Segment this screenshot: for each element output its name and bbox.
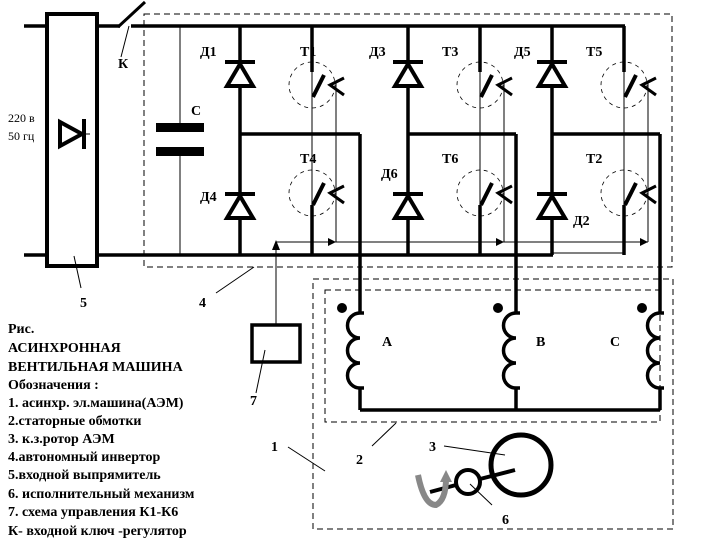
- polarity-dot: [337, 303, 347, 313]
- rotor: [488, 432, 554, 498]
- legend-line: Обозначения :: [8, 378, 99, 393]
- label-7: 7: [250, 394, 257, 409]
- diode-label-d6: Д6: [381, 167, 398, 182]
- transistor-icon: [600, 61, 657, 109]
- transistor-label-t3: Т3: [442, 45, 458, 60]
- inverter-leg: [223, 26, 362, 313]
- input-rectifier: [24, 12, 99, 268]
- transistor-icon: [288, 169, 345, 217]
- polarity-dot: [493, 303, 503, 313]
- supply-voltage: 220 в: [8, 111, 35, 125]
- label-5: 5: [80, 296, 87, 311]
- diode-label-d2: Д2: [573, 214, 590, 229]
- stator-coil: [337, 303, 364, 410]
- transistor-icon: [600, 169, 657, 217]
- phase-a-label: А: [382, 335, 393, 350]
- stator-coil: [493, 303, 520, 410]
- diode-label-d1: Д1: [200, 45, 217, 60]
- actuator-mechanism: [454, 468, 482, 496]
- capacitor: [156, 26, 204, 255]
- diode-label-d5: Д5: [514, 45, 531, 60]
- diode-icon: [58, 118, 87, 150]
- key-switch: [116, 0, 147, 29]
- phase-b-label: В: [536, 335, 545, 350]
- legend-line: 5.входной выпрямитель: [8, 468, 161, 483]
- inverter-leg: [391, 26, 518, 313]
- capacitor-label: С: [191, 104, 201, 119]
- stator-coil: [637, 303, 664, 410]
- diode-icon: [223, 60, 257, 88]
- label-1: 1: [271, 440, 278, 455]
- supply-frequency: 50 гц: [8, 129, 35, 143]
- machine-boundary: [312, 278, 674, 530]
- diode-label-d3: Д3: [369, 45, 386, 60]
- diode-icon: [535, 60, 569, 88]
- diode-label-d4: Д4: [200, 190, 217, 205]
- legend-line: 7. схема управления К1-К6: [8, 505, 178, 520]
- legend-line: 6. исполнительный механизм: [8, 487, 195, 502]
- legend-line: 4.автономный инвертор: [8, 450, 161, 465]
- label-2: 2: [356, 453, 363, 468]
- control-circuit-block: [250, 323, 302, 364]
- transistor-icon: [456, 169, 513, 217]
- polarity-dot: [637, 303, 647, 313]
- transistor-label-t1: Т1: [300, 45, 316, 60]
- label-6: 6: [502, 513, 509, 528]
- transistor-label-t4: Т4: [300, 152, 316, 167]
- legend: Рис. АСИНХРОННАЯ ВЕНТИЛЬНАЯ МАШИНА Обозн…: [8, 322, 195, 539]
- label-4: 4: [199, 296, 206, 311]
- label-3: 3: [429, 440, 436, 455]
- diode-icon: [391, 192, 425, 220]
- key-label: К: [118, 57, 129, 72]
- transistor-icon: [288, 61, 345, 109]
- transistor-label-t6: Т6: [442, 152, 458, 167]
- diode-icon: [223, 192, 257, 220]
- diode-icon: [391, 60, 425, 88]
- legend-line: К- входной ключ -регулятор: [8, 524, 187, 539]
- legend-line: ВЕНТИЛЬНАЯ МАШИНА: [8, 360, 184, 375]
- rotation-arrow-icon: [415, 474, 449, 509]
- legend-line: Рис.: [8, 322, 34, 337]
- legend-line: 2.статорные обмотки: [8, 414, 142, 429]
- transistor-icon: [456, 61, 513, 109]
- inverter-leg: [535, 26, 662, 313]
- legend-line: АСИНХРОННАЯ: [8, 341, 121, 356]
- transistor-label-t2: Т2: [586, 152, 602, 167]
- stator-windings-boundary: [324, 289, 661, 423]
- diode-icon: [535, 192, 569, 220]
- legend-line: 3. к.з.ротор АЭМ: [8, 432, 115, 447]
- inverter-boundary: [143, 13, 673, 268]
- transistor-label-t5: Т5: [586, 45, 602, 60]
- legend-line: 1. асинхр. эл.машина(АЭМ): [8, 396, 184, 411]
- phase-c-label: С: [610, 335, 620, 350]
